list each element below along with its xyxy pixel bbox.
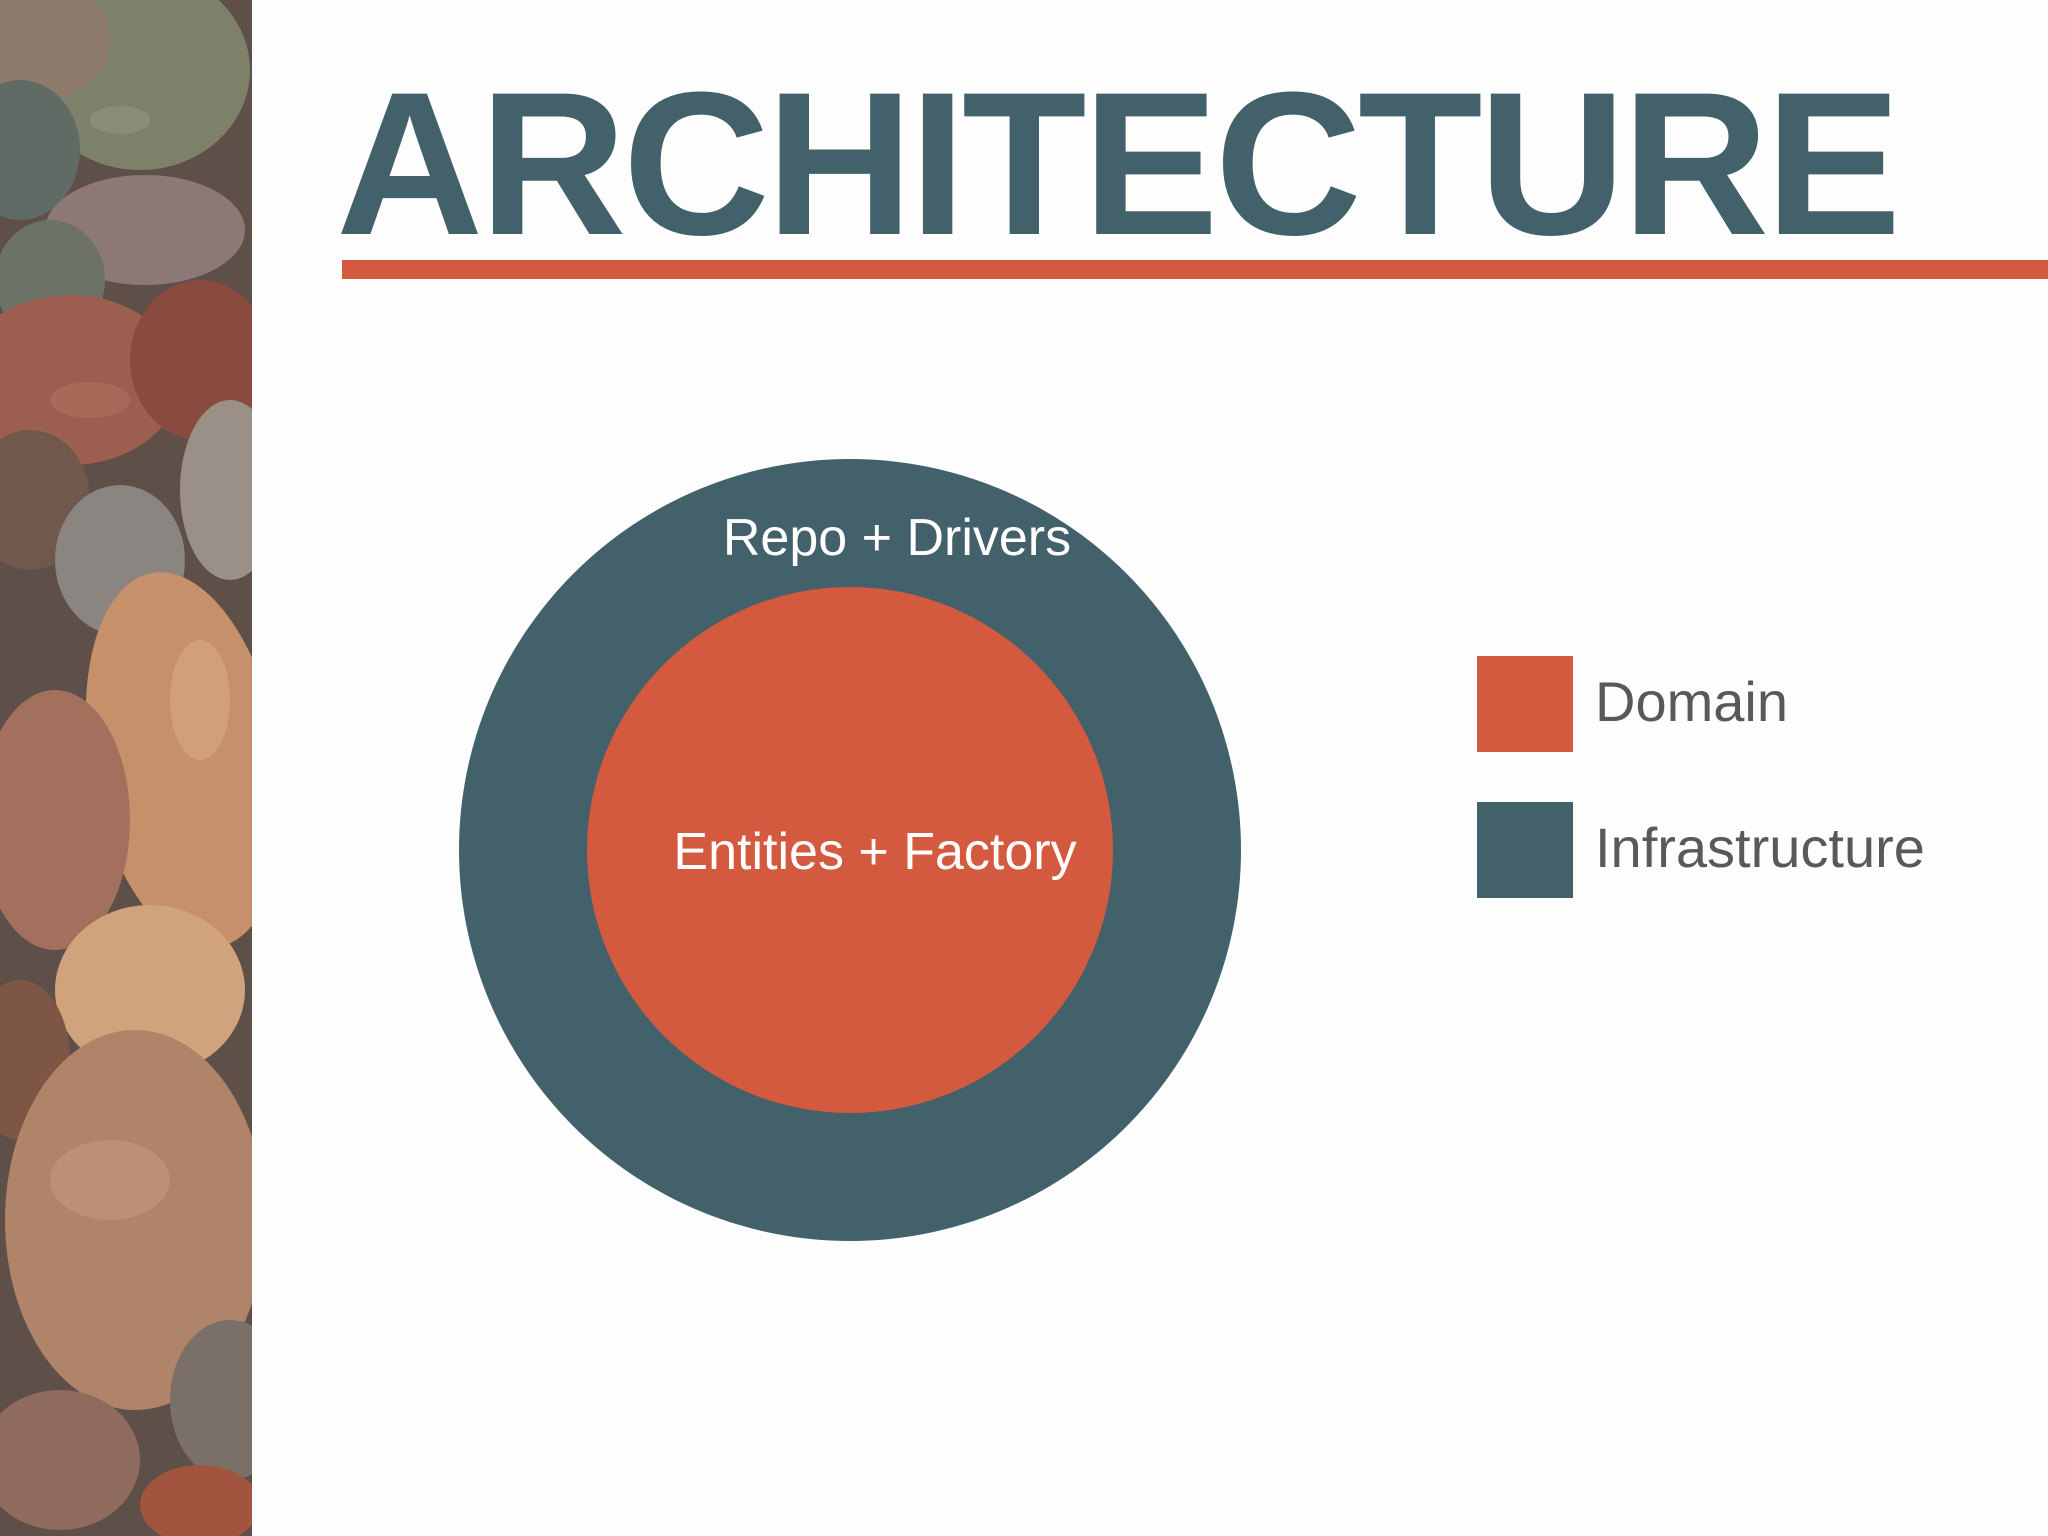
legend-swatch-infrastructure [1477, 802, 1573, 898]
architecture-diagram: Repo + Drivers Entities + Factory [459, 459, 1241, 1241]
concentric-circles: Repo + Drivers Entities + Factory [459, 459, 1241, 1241]
domain-core [587, 587, 1113, 1113]
title-underline [342, 260, 2048, 279]
pebbles-photo [0, 0, 252, 1536]
domain-core-label: Entities + Factory [673, 823, 1076, 881]
infrastructure-ring-label: Repo + Drivers [723, 509, 1071, 567]
page-title: ARCHITECTURE [336, 50, 1901, 278]
pebbles-image [0, 0, 252, 1536]
legend-swatch-domain [1477, 656, 1573, 752]
legend-label-domain: Domain [1595, 670, 1788, 733]
legend-label-infrastructure: Infrastructure [1595, 816, 1925, 879]
